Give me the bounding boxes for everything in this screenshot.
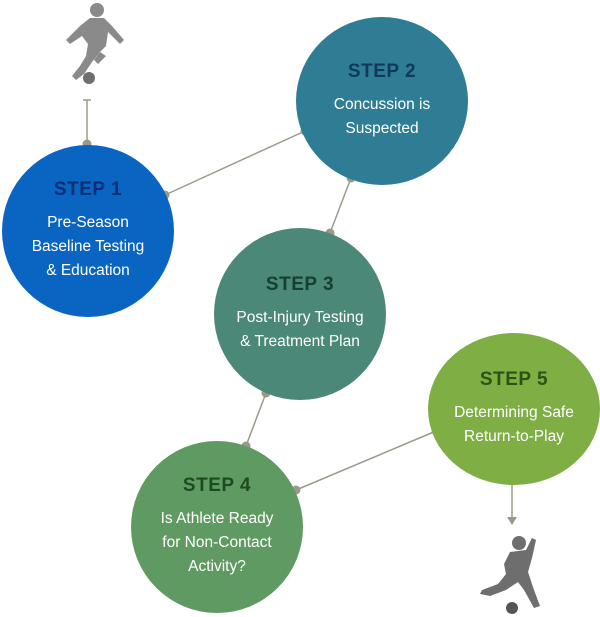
connector-2-3 (329, 177, 352, 234)
step-4-line-1: Is Athlete Ready (160, 510, 274, 527)
step-4-title: STEP 4 (182, 475, 252, 496)
step-3-title: STEP 3 (265, 274, 335, 295)
step-5-line-2: Return-to-Play (464, 428, 564, 445)
step-2-circle: STEP 2 Concussion is Suspected (296, 17, 468, 185)
step-1-line-1: Pre-Season (47, 214, 129, 231)
connector-4-5 (295, 430, 437, 491)
step-3-line-2: & Treatment Plan (240, 333, 360, 350)
step-4-circle: STEP 4 Is Athlete Ready for Non-Contact … (131, 441, 303, 613)
step-1-title: STEP 1 (53, 179, 123, 200)
step-1-line-2: Baseline Testing (31, 238, 145, 255)
connector-1-2 (164, 130, 306, 196)
step-3-line-1: Post-Injury Testing (236, 309, 364, 326)
step-4-line-3: Activity? (188, 558, 246, 575)
step-2-line-1: Concussion is (333, 96, 431, 113)
step-5-circle: STEP 5 Determining Safe Return-to-Play (428, 333, 600, 485)
step-2-line-2: Suspected (345, 120, 419, 137)
connector-3-4 (245, 392, 267, 447)
step-3-circle: STEP 3 Post-Injury Testing & Treatment P… (214, 228, 386, 400)
step-5-title: STEP 5 (479, 369, 549, 390)
step-5-line-1: Determining Safe (454, 404, 574, 421)
soccer-player-kicking-icon (480, 536, 540, 614)
step-2-title: STEP 2 (347, 61, 417, 82)
step-1-circle: STEP 1 Pre-Season Baseline Testing & Edu… (2, 145, 174, 317)
soccer-player-top-icon (66, 3, 124, 84)
step-4-line-2: for Non-Contact (162, 534, 272, 551)
step-1-line-3: & Education (46, 262, 130, 279)
